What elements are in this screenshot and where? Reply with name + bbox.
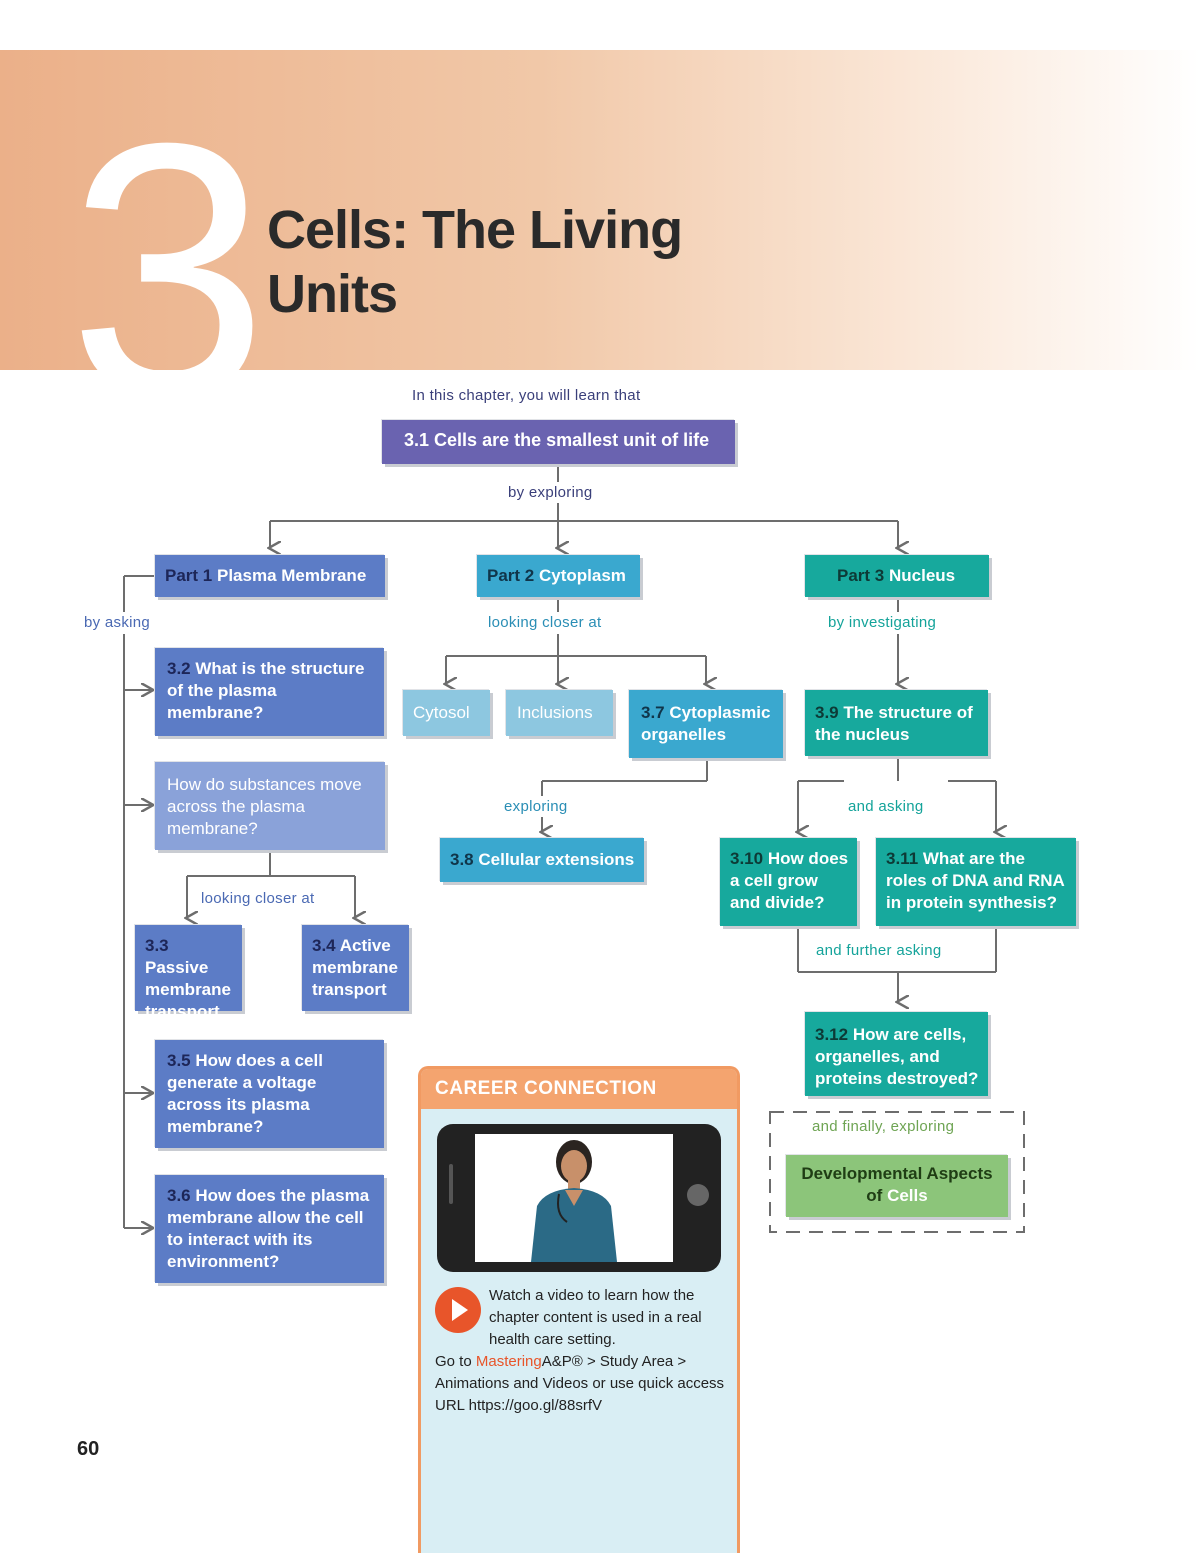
part1-title: Plasma Membrane [216, 566, 367, 585]
cytosol-box: Cytosol [403, 690, 490, 736]
phone-button-icon [449, 1164, 453, 1204]
video-screen [475, 1134, 673, 1262]
career-heading: CAREER CONNECTION [421, 1069, 737, 1109]
t33-number: 3.3 [145, 936, 169, 955]
dna-rna-box: 3.11 What are the roles of DNA and RNA i… [876, 838, 1076, 926]
active-transport-box: 3.4 Active membrane transport [302, 925, 409, 1011]
career-description: Watch a video to learn how the chapter c… [435, 1285, 731, 1417]
part3-number: Part 3 [837, 566, 885, 585]
part1-number: Part 1 [165, 566, 213, 585]
nurse-image [531, 1140, 617, 1262]
part2-number: Part 2 [487, 566, 535, 585]
organelles-box: 3.7 Cytoplasmic organelles [629, 690, 783, 758]
root-number: 3.1 [404, 430, 430, 450]
n311-text: What are the roles of DNA and RNA in pro… [886, 849, 1065, 912]
root-concept-box: 3.1 Cells are the smallest unit of life [382, 420, 735, 464]
q35-number: 3.5 [167, 1051, 191, 1070]
chapter-banner: 3 Cells: The Living Units [0, 50, 1200, 450]
access-path-text: A&P® > Study Area > Animations and Video… [435, 1353, 725, 1414]
watch-text: Watch a video to learn how the chapter c… [489, 1287, 702, 1348]
by-exploring-label: by exploring [508, 484, 593, 501]
part2-box: Part 2 Cytoplasm [477, 555, 640, 597]
t33-text: Passive membrane transport [145, 958, 231, 1021]
career-connection-panel: CAREER CONNECTION Watch a video to learn… [418, 1066, 740, 1553]
voltage-question-box: 3.5 How does a cell generate a voltage a… [155, 1040, 384, 1148]
n310-number: 3.10 [730, 849, 764, 868]
play-icon[interactable] [435, 1287, 481, 1333]
q36-text: How does the plasma membrane allow the c… [167, 1186, 370, 1271]
substances-question-box: How do substances move across the plasma… [155, 762, 385, 850]
environment-question-box: 3.6 How does the plasma membrane allow t… [155, 1175, 384, 1283]
and-asking-label: and asking [848, 798, 924, 815]
q32-number: 3.2 [167, 659, 191, 678]
nucleus-structure-box: 3.9 The structure of the nucleus [805, 690, 988, 756]
cellular-extensions-box: 3.8 Cellular extensions [440, 838, 644, 882]
n312-number: 3.12 [815, 1025, 849, 1044]
q32-text: What is the structure of the plasma memb… [167, 659, 365, 722]
part3-box: Part 3 Nucleus [805, 555, 989, 597]
exploring-label: exploring [504, 798, 568, 815]
c38-number: 3.8 [450, 850, 474, 869]
and-finally-exploring-label: and finally, exploring [808, 1118, 959, 1135]
destroyed-question-box: 3.12 How are cells, organelles, and prot… [805, 1012, 988, 1096]
developmental-highlight: Cells [887, 1186, 928, 1205]
c37-number: 3.7 [641, 703, 665, 722]
inclusions-box: Inclusions [506, 690, 613, 736]
n39-number: 3.9 [815, 703, 839, 722]
membrane-structure-box: 3.2 What is the structure of the plasma … [155, 648, 384, 736]
looking-closer-membrane-label: looking closer at [201, 890, 315, 907]
looking-closer-cytoplasm-label: looking closer at [488, 614, 602, 631]
n311-number: 3.11 [886, 849, 919, 868]
q36-number: 3.6 [167, 1186, 191, 1205]
c37-text: Cytoplasmic organelles [641, 703, 771, 744]
part2-title: Cytoplasm [538, 566, 626, 585]
root-text: Cells are the smallest unit of life [434, 430, 710, 450]
c38-text: Cellular extensions [478, 850, 635, 869]
by-asking-label: by asking [84, 614, 151, 631]
mastering-link[interactable]: Mastering [475, 1353, 542, 1370]
intro-label: In this chapter, you will learn that [412, 387, 641, 404]
developmental-prefix: Developmental Aspects of [801, 1164, 993, 1205]
grow-divide-box: 3.10 How does a cell grow and divide? [720, 838, 857, 926]
inclusions-text: Inclusions [517, 703, 593, 722]
cytosol-text: Cytosol [413, 703, 470, 722]
substances-text: How do substances move across the plasma… [167, 775, 362, 838]
t34-number: 3.4 [312, 936, 336, 955]
goto-text: Go to [435, 1353, 472, 1370]
by-investigating-label: by investigating [828, 614, 937, 631]
n310-text: How does a cell grow and divide? [730, 849, 849, 912]
camera-icon [687, 1184, 709, 1206]
page-number: 60 [77, 1438, 100, 1460]
developmental-aspects-box: Developmental Aspects of Cells [786, 1155, 1008, 1217]
q35-text: How does a cell generate a voltage acros… [167, 1051, 323, 1136]
part1-box: Part 1 Plasma Membrane [155, 555, 385, 597]
video-thumbnail[interactable] [437, 1124, 721, 1272]
n312-text: How are cells, organelles, and proteins … [815, 1025, 979, 1088]
chapter-number: 3 [68, 69, 269, 471]
t34-text: Active membrane transport [312, 936, 398, 999]
passive-transport-box: 3.3 Passive membrane transport [135, 925, 242, 1021]
chapter-title: Cells: The Living Units [267, 200, 683, 324]
and-further-asking-label: and further asking [816, 942, 942, 959]
n39-text: The structure of the nucleus [815, 703, 973, 744]
part3-title: Nucleus [888, 566, 956, 585]
